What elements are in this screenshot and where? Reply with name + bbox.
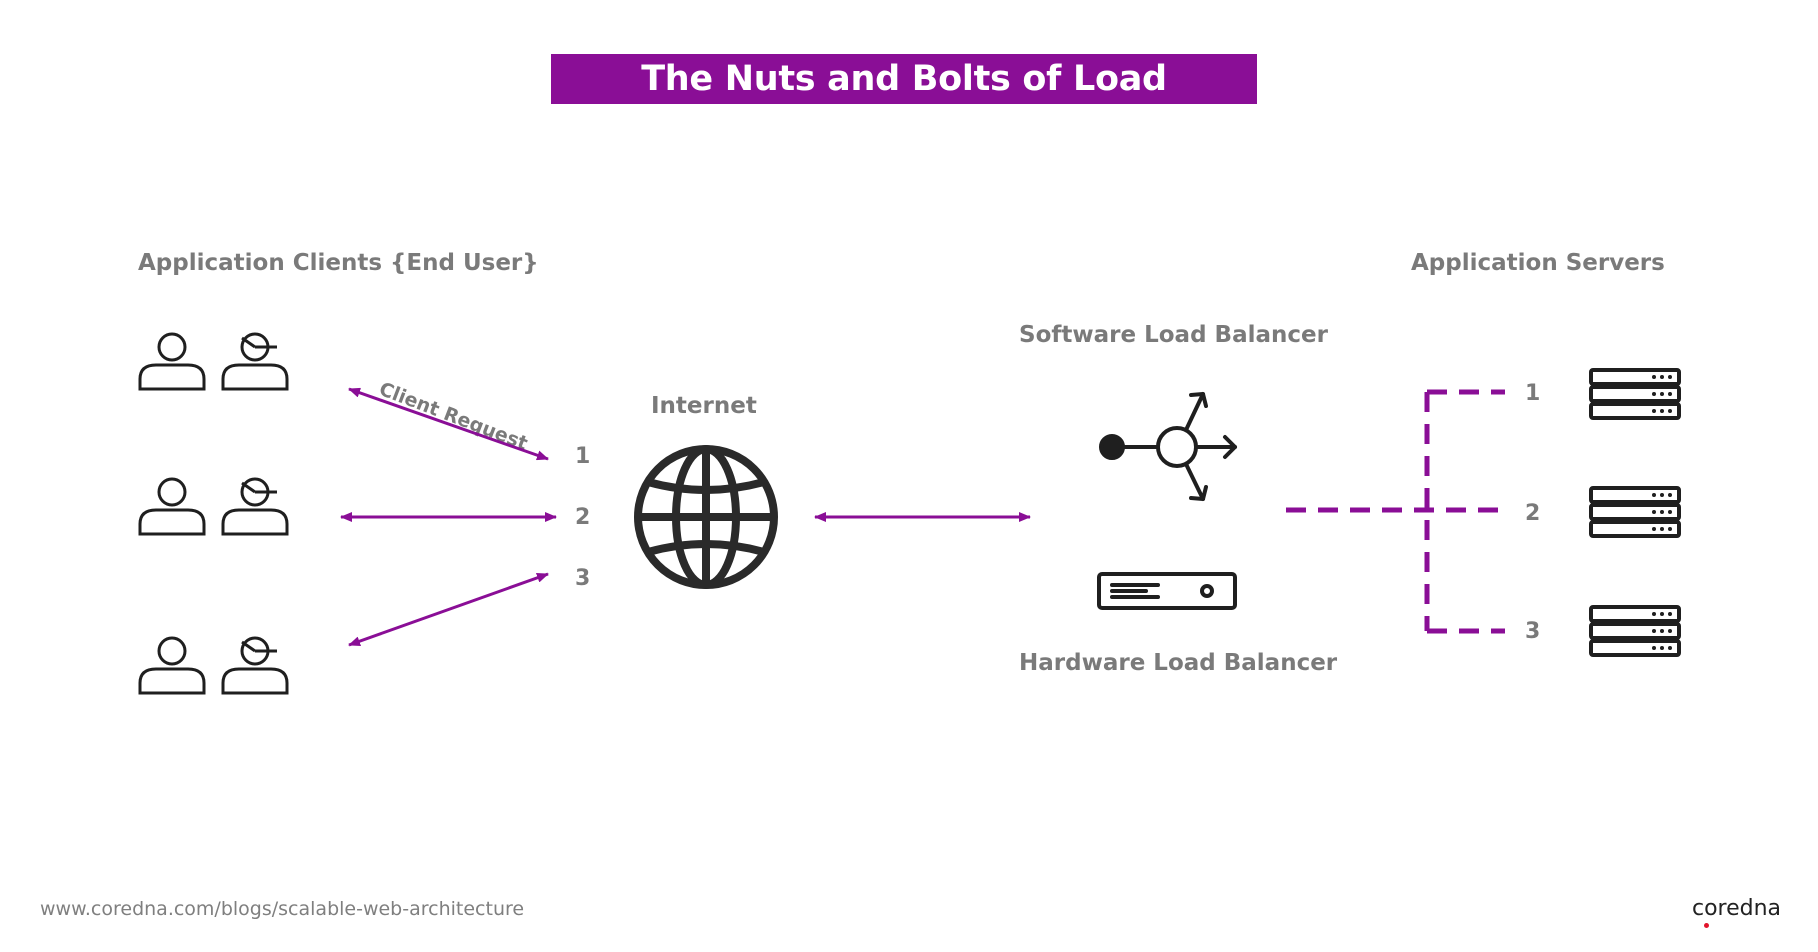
clients-label: Application Clients {End User} (138, 250, 539, 276)
client-group-1 (138, 332, 289, 391)
request-number-1: 1 (575, 444, 591, 469)
user-icon (138, 332, 206, 391)
arrow-client-1 (348, 387, 549, 461)
dashed-connector (1286, 389, 1510, 634)
server-number-3: 3 (1525, 619, 1541, 644)
internet-label: Internet (651, 393, 757, 419)
server-number-2: 2 (1525, 501, 1541, 526)
share-icon (1099, 392, 1237, 501)
globe-icon (634, 445, 778, 589)
logo-dot (1704, 923, 1709, 928)
hardware-lb-label: Hardware Load Balancer (1019, 650, 1338, 676)
client-group-3 (138, 636, 289, 695)
user-icon (138, 636, 206, 695)
support-user-icon (221, 332, 289, 391)
arrow-client-3 (348, 572, 549, 647)
server-icon (1589, 486, 1681, 538)
request-number-2: 2 (575, 505, 591, 530)
hardware-lb-icon (1097, 572, 1237, 610)
server-icon (1589, 605, 1681, 657)
source-url: www.coredna.com/blogs/scalable-web-archi… (40, 898, 525, 920)
brand-logo: coredna (1692, 896, 1782, 928)
server-number-1: 1 (1525, 381, 1541, 406)
request-number-3: 3 (575, 566, 591, 591)
client-group-2 (138, 477, 289, 536)
logo-text: coredna (1692, 896, 1782, 921)
software-lb-label: Software Load Balancer (1019, 322, 1328, 348)
server-icon (1589, 368, 1681, 420)
support-user-icon (221, 636, 289, 695)
support-user-icon (221, 477, 289, 536)
user-icon (138, 477, 206, 536)
servers-label: Application Servers (1411, 250, 1665, 276)
page-title: The Nuts and Bolts of Load Balancing (551, 54, 1257, 149)
